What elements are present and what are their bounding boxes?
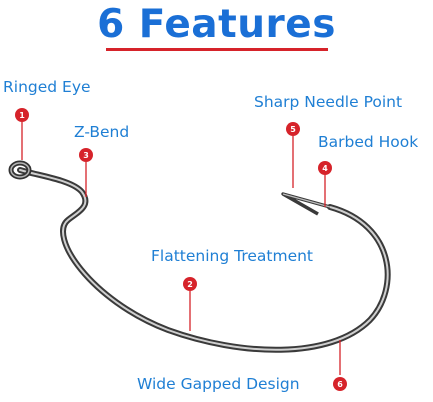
label-sharp-needle-point: Sharp Needle Point [254,93,403,111]
ringed-eye-shape [8,160,32,180]
badge-5: 5 [286,122,300,136]
badge-2: 2 [183,277,197,291]
leader-lines [21,122,341,375]
badge-4-text: 4 [322,164,328,173]
label-z-bend: Z-Bend [74,123,130,141]
badge-6-text: 6 [337,380,343,389]
page-title: 6 Features [97,2,336,47]
badge-1: 1 [15,108,29,122]
fish-hook [8,160,391,353]
label-wide-gapped-design: Wide Gapped Design [137,375,300,393]
badge-1-text: 1 [19,111,25,120]
label-barbed-hook: Barbed Hook [318,133,419,151]
badge-3-text: 3 [83,151,89,160]
label-ringed-eye: Ringed Eye [3,78,91,96]
badge-2-text: 2 [187,280,193,289]
badge-3: 3 [79,148,93,162]
badge-4: 4 [318,161,332,175]
title-underline [106,48,328,51]
badge-6: 6 [333,377,347,391]
badge-5-text: 5 [290,125,296,134]
label-flattening-treatment: Flattening Treatment [151,247,314,265]
